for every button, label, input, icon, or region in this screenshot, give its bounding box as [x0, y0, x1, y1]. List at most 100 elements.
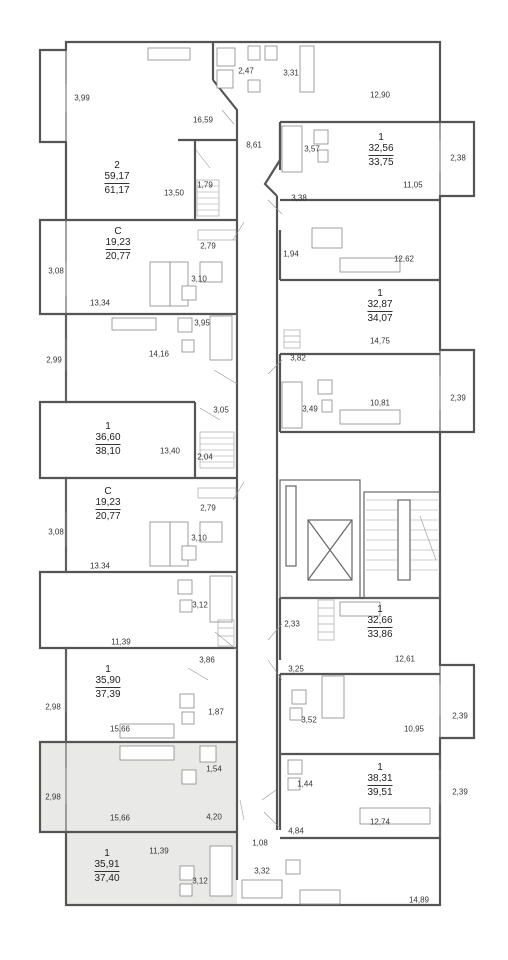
room-area: 3,31 [283, 68, 299, 78]
room-area: 12,90 [369, 90, 391, 100]
room-area: 3,12 [192, 876, 208, 886]
room-area: 3,32 [254, 866, 270, 876]
unit-living-area: 38,31 [367, 773, 393, 784]
room-area: 2,39 [452, 711, 468, 721]
room-area: 3,10 [191, 274, 207, 284]
room-area: 1,08 [252, 838, 268, 848]
unit-rooms: C [104, 486, 112, 497]
room-area: 8,61 [246, 140, 262, 150]
room-area: 3,25 [288, 664, 304, 674]
room-area: 12,74 [369, 817, 391, 827]
room-area: 3,08 [48, 266, 64, 276]
unit-total-area: 37,40 [94, 871, 120, 884]
room-area: 13,50 [163, 188, 185, 198]
room-area: 2,79 [200, 241, 216, 251]
room-area: 1,87 [208, 707, 224, 717]
unit-tag: C 19,23 20,77 [105, 226, 131, 262]
unit-tag: 2 59,17 61,17 [104, 160, 130, 196]
unit-total-area: 37,39 [95, 687, 121, 700]
room-area: 3,08 [48, 527, 64, 537]
unit-tag: 1 38,31 39,51 [367, 762, 393, 798]
room-area: 2,04 [197, 452, 213, 462]
room-area: 13.34 [89, 561, 111, 571]
room-area: 3,52 [301, 715, 317, 725]
unit-tag: 1 32,87 34,07 [367, 288, 393, 324]
unit-rooms: 2 [114, 160, 120, 171]
unit-tag: 1 32,56 33,75 [368, 132, 394, 168]
unit-rooms: 1 [377, 604, 383, 615]
unit-living-area: 59,17 [104, 171, 130, 182]
corridor-walls [212, 79, 282, 880]
room-area: 10,95 [403, 724, 425, 734]
left-unit-walls [66, 42, 237, 834]
room-area: 11,39 [149, 846, 169, 856]
room-area: 2,39 [450, 393, 466, 403]
room-area: 2,79 [200, 503, 216, 513]
room-area: 15,66 [109, 724, 131, 734]
room-area: 11,39 [111, 637, 131, 647]
unit-total-area: 38,10 [95, 444, 121, 457]
unit-rooms: 1 [378, 132, 384, 143]
room-area: 12,61 [394, 654, 416, 664]
room-area: 4,20 [206, 812, 222, 822]
unit-rooms: 1 [377, 762, 383, 773]
room-area: 13,34 [89, 298, 111, 308]
selected-apartment-highlight [40, 742, 237, 905]
unit-living-area: 19,23 [95, 497, 121, 508]
unit-total-area: 20,77 [95, 509, 121, 522]
room-area: 3,99 [74, 93, 90, 103]
unit-living-area: 32,87 [367, 299, 393, 310]
room-area: 15,66 [109, 813, 131, 823]
room-area: 3,49 [302, 404, 318, 414]
room-area: 2,98 [45, 702, 61, 712]
unit-living-area: 35,91 [94, 859, 120, 870]
unit-living-area: 32,56 [368, 143, 394, 154]
room-area: 3,95 [194, 318, 210, 328]
unit-rooms: 1 [104, 848, 110, 859]
unit-rooms: C [114, 226, 122, 237]
bathroom-fixtures [169, 45, 345, 899]
room-area: 1,44 [297, 779, 313, 789]
room-area: 3,57 [304, 144, 320, 154]
room-area: 3,82 [290, 353, 306, 363]
unit-tag: C 19,23 20,77 [95, 486, 121, 522]
room-area: 3,12 [192, 600, 208, 610]
room-area: 14,16 [148, 349, 170, 359]
unit-tag: 1 32,66 33,86 [367, 604, 393, 640]
stair-core [363, 491, 441, 599]
room-area: 10,81 [369, 398, 391, 408]
unit-living-area: 19,23 [105, 237, 131, 248]
room-area: 1,94 [283, 249, 299, 259]
unit-rooms: 1 [105, 421, 111, 432]
room-area: 2,99 [46, 355, 62, 365]
room-area: 2,39 [452, 787, 468, 797]
closets [196, 179, 335, 647]
doors [187, 109, 283, 829]
unit-tag: 1 36,60 38,10 [95, 421, 121, 457]
unit-tag: 1 35,90 37,39 [95, 664, 121, 700]
elevator-shaft [279, 479, 361, 599]
unit-total-area: 34,07 [367, 311, 393, 324]
room-area: 16,59 [192, 115, 214, 125]
room-area: 3,38 [291, 193, 307, 203]
room-area: 13,40 [159, 446, 181, 456]
room-area: 1,79 [197, 180, 213, 190]
room-area: 2,47 [238, 66, 254, 76]
unit-total-area: 20,77 [105, 249, 131, 262]
room-area: 11,05 [403, 180, 423, 190]
unit-living-area: 36,60 [95, 432, 121, 443]
room-area: 3,10 [191, 533, 207, 543]
room-area: 1,54 [206, 764, 222, 774]
room-area: 14,89 [408, 895, 430, 905]
room-area: 2,38 [450, 153, 466, 163]
room-area: 14,75 [369, 336, 391, 346]
unit-living-area: 32,66 [367, 615, 393, 626]
unit-total-area: 61,17 [104, 183, 130, 196]
room-area: 3,86 [199, 655, 215, 665]
unit-total-area: 33,75 [368, 155, 394, 168]
room-area: 2,98 [45, 792, 61, 802]
room-area: 12,62 [393, 254, 415, 264]
room-area: 3,05 [213, 405, 229, 415]
unit-rooms: 1 [377, 288, 383, 299]
